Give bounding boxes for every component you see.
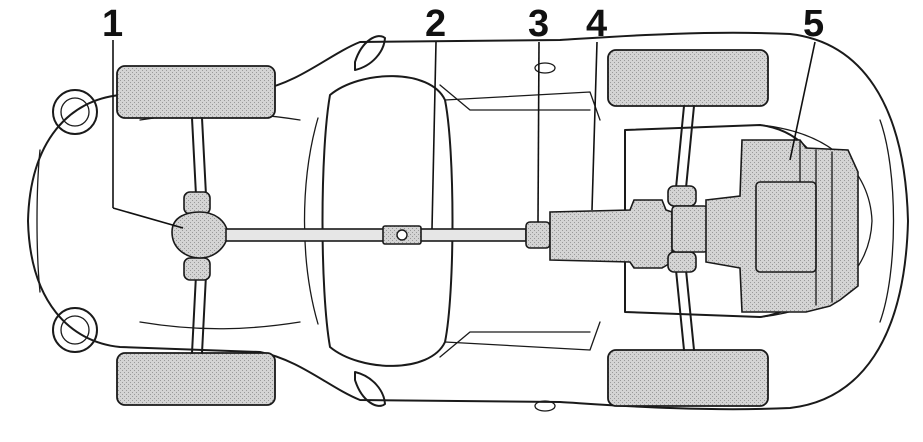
propeller-shaft xyxy=(225,225,527,245)
leader-line-3 xyxy=(537,41,540,223)
callout-1: 1 xyxy=(102,3,123,45)
leader-line-5 xyxy=(789,41,816,161)
leader-line-1b xyxy=(112,207,184,229)
front-axle xyxy=(183,117,211,354)
callout-2: 2 xyxy=(425,3,446,45)
leader-lines xyxy=(112,40,816,230)
wheels xyxy=(116,49,769,407)
front-differential xyxy=(171,211,229,259)
front-right-wheel xyxy=(116,352,276,406)
mirror-icon xyxy=(354,35,386,71)
front-left-wheel xyxy=(116,65,276,119)
rear-right-wheel xyxy=(607,349,769,407)
viscous-coupling xyxy=(525,221,551,249)
callout-4: 4 xyxy=(586,3,607,45)
headlight-icon xyxy=(52,307,98,353)
headlight-icon xyxy=(52,89,98,135)
rear-differential xyxy=(671,205,709,253)
rear-left-wheel xyxy=(607,49,769,107)
engine xyxy=(705,139,859,313)
callouts: 1 2 3 4 5 xyxy=(102,3,824,45)
callout-3: 3 xyxy=(528,3,549,45)
leader-line-2 xyxy=(431,41,437,230)
mirror-icon xyxy=(354,371,386,407)
callout-5: 5 xyxy=(803,3,824,45)
transmission xyxy=(549,199,673,269)
leader-line-4 xyxy=(591,41,598,211)
